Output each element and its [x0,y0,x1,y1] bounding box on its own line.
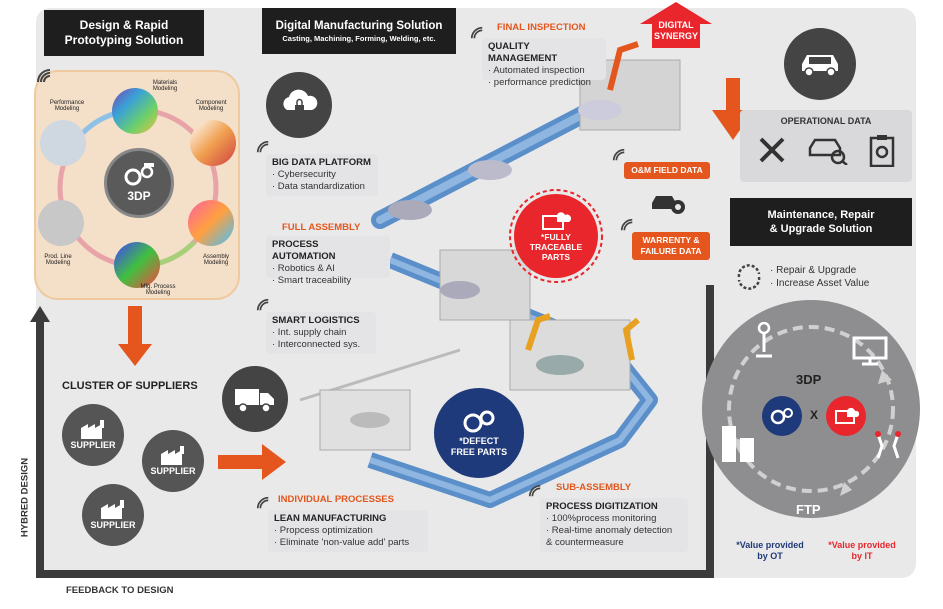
factory-icon [161,446,184,465]
mfg-node [114,242,160,288]
digital-synergy-box [652,22,700,48]
synergy-down-arrow [726,78,740,114]
car-gear-icon [652,196,685,214]
repair-cycle-icon [737,264,761,290]
tools-icon [759,137,785,163]
wifi-icon [470,26,483,39]
gears-icon [124,163,154,186]
it-cloud-icon [835,407,859,424]
supplier-2: SUPPLIER [142,430,204,492]
wifi-icon [528,484,541,497]
sub-assembly-label: SUB-ASSEMBLY [556,482,632,493]
supplier-3: SUPPLIER [82,484,144,546]
process-automation-box: PROCESS AUTOMATION · Robotics & AI · Sma… [266,236,390,286]
suppliers-to-factory-arrowhead [262,444,286,480]
ot-gears-icon [770,408,793,425]
robot-hand-icon [875,431,901,459]
wifi-icon [620,218,633,231]
warrenty-icon-circle [650,186,686,222]
prodline-node [38,200,84,246]
defect-gears-icon [463,410,495,433]
car-diagnostic-icon [808,138,848,165]
prodline-label: Prod. Line Modeling [44,254,72,266]
factory-icon [81,420,104,439]
value-ot-label: *Value provided by OT [736,540,804,561]
cycle-ftp-label: FTP [796,502,821,517]
digital-synergy-text: DIGITAL SYNERGY [653,20,698,41]
wifi-icon [256,496,269,509]
maintenance-items: · Repair & Upgrade · Increase Asset Valu… [770,265,870,289]
cloud-lock-circle [266,72,332,138]
warrenty-failure-pill: WARRENTY & FAILURE DATA [632,232,710,260]
design-wifi-icon [37,69,51,83]
value-cycle-circle [702,300,920,518]
performance-label: Performance Modeling [49,100,85,112]
value-it-label: *Value provided by IT [828,540,896,561]
factory-icon [101,500,124,519]
car-circle [784,28,856,100]
design-to-suppliers-arrow [128,306,142,346]
quality-management-box: QUALITY MANAGEMENT · Automated inspectio… [482,38,606,88]
component-node [190,120,236,166]
monitor-icon [852,336,888,366]
wifi-icon [612,148,625,161]
assembly-node [188,200,234,246]
mfg-label: Mfg. Process Modeling [140,284,176,296]
hybred-design-label: HYBRED DESIGN [19,457,31,538]
cloud-lock-icon [283,89,318,114]
wifi-icon [256,140,269,153]
truck-icon [235,389,274,413]
machine-icon [722,426,754,462]
big-data-box: BIG DATA PLATFORM · Cybersecurity · Data… [266,154,378,196]
component-label: Component Modeling [195,100,227,112]
maintenance-title: Maintenance, Repair & Upgrade Solution [730,198,912,246]
cycle-x-label: X [810,408,819,422]
design-3dp-center: 3DP [104,148,174,218]
feedback-to-design-label: FEEDBACK TO DESIGN [66,585,174,596]
process-digitization-box: PROCESS DIGITIZATION · 100%process monit… [540,498,688,552]
digital-synergy-arrowhead [640,2,712,24]
robot-arm-icon [756,322,772,358]
design-title: Design & Rapid Prototyping Solution [44,10,204,56]
om-field-data-pill: O&M FIELD DATA [624,162,710,179]
performance-node [40,120,86,166]
car-icon [802,55,838,77]
assembly-label: Assembly Modeling [202,254,229,266]
factory-line-illustration [299,41,681,508]
supplier-1: SUPPLIER [62,404,124,466]
defect-free-circle: *DEFECT FREE PARTS [434,388,524,478]
lean-manufacturing-box: LEAN MANUFACTURING · Propcess optimizati… [268,510,428,552]
operational-data-box: OPERATIONAL DATA [740,110,912,182]
smart-logistics-box: SMART LOGISTICS · Int. supply chain · In… [266,312,376,354]
materials-node [112,88,158,134]
clipboard-gear-icon [870,135,895,167]
full-assembly-label: FULL ASSEMBLY [282,222,361,233]
feedback-frame [36,320,714,578]
operational-icons [746,135,906,167]
wifi-icon [256,298,269,311]
digital-title: Digital Manufacturing Solution Casting, … [262,8,456,54]
suppliers-to-factory-arrow [218,455,264,469]
final-inspection-label: FINAL INSPECTION [497,22,586,33]
monitor-cloud-icon [542,212,571,230]
suppliers-title: CLUSTER OF SUPPLIERS [62,380,198,392]
cycle-3dp-label: 3DP [796,372,822,387]
design-to-suppliers-arrowhead [118,344,152,366]
ot-circle [762,396,802,436]
individual-processes-label: INDIVIDUAL PROCESSES [278,494,394,505]
materials-label: Materials Modeling [152,80,178,92]
traceable-dashed-ring [509,189,603,283]
feedback-arrow-up [30,306,50,322]
truck-circle [222,366,288,432]
it-circle [826,396,866,436]
traceable-circle: *FULLY TRACEABLE PARTS [514,194,598,278]
